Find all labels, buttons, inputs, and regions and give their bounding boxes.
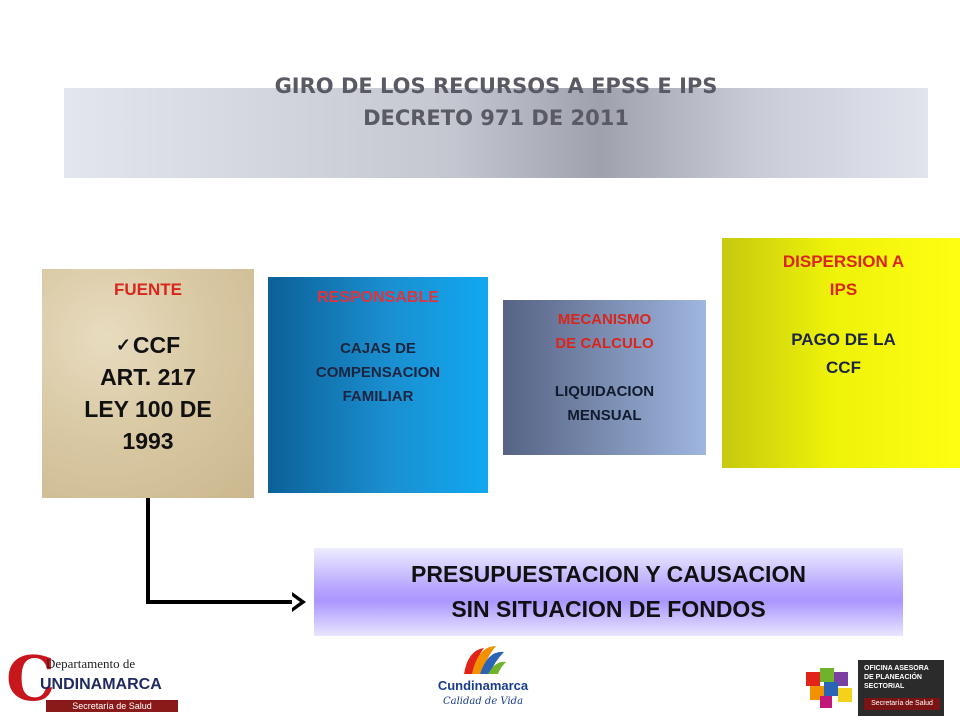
dispersion-line: PAGO DE LA — [791, 330, 896, 349]
fuente-body: ✓CCF ART. 217 LEY 100 DE 1993 — [42, 329, 254, 457]
cundinamarca-dept-logo: C Departamento de UNDINAMARCA Secretaría… — [6, 648, 182, 714]
resultado-line: SIN SITUACION DE FONDOS — [451, 596, 766, 622]
mecanismo-title-line: MECANISMO — [557, 311, 652, 328]
mecanismo-title-line: DE CALCULO — [555, 335, 654, 352]
responsable-box: RESPONSABLE CAJAS DE COMPENSACION FAMILI… — [268, 277, 488, 493]
planeacion-logo: OFICINA ASESORA DE PLANEACIÓN SECTORIAL … — [800, 660, 950, 716]
responsable-line: COMPENSACION — [315, 364, 441, 381]
fuente-line: ART. 217 — [100, 364, 196, 390]
dispersion-box: DISPERSION A IPS PAGO DE LA CCF — [722, 238, 960, 468]
puzzle-icon — [806, 668, 852, 708]
mecanismo-line: LIQUIDACION — [554, 383, 655, 400]
logo-center-tagline: Calidad de Vida — [442, 696, 524, 707]
fuente-line: 1993 — [122, 428, 174, 454]
connector-vertical — [146, 498, 150, 604]
mecanismo-box: MECANISMO DE CALCULO LIQUIDACION MENSUAL — [503, 300, 706, 455]
logo-sub-label: Secretaría de Salud — [46, 700, 178, 712]
fuente-title: FUENTE — [114, 280, 182, 299]
title-band — [64, 88, 928, 178]
planeacion-panel: OFICINA ASESORA DE PLANEACIÓN SECTORIAL … — [858, 660, 944, 716]
mecanismo-body: LIQUIDACION MENSUAL — [503, 380, 706, 428]
fuente-check-label: CCF — [132, 332, 181, 358]
responsable-line: CAJAS DE — [340, 340, 416, 357]
planeacion-title: OFICINA ASESORA DE PLANEACIÓN SECTORIAL — [864, 665, 929, 690]
ribbon-icon — [464, 646, 506, 674]
fuente-box: FUENTE ✓CCF ART. 217 LEY 100 DE 1993 — [42, 269, 254, 498]
arrow-head-inner — [292, 596, 300, 608]
logo-initial: C — [6, 642, 56, 715]
logo-dept-label: Departamento de — [46, 656, 136, 671]
slide-title: GIRO DE LOS RECURSOS A EPSS E IPS DECRET… — [64, 70, 928, 134]
fuente-line: LEY 100 DE — [84, 396, 212, 422]
title-line-2: DECRETO 971 DE 2011 — [363, 106, 629, 130]
logo-name-label: UNDINAMARCA — [40, 676, 162, 693]
logo-center-name: Cundinamarca — [437, 678, 529, 693]
dispersion-title-line: DISPERSION A — [782, 252, 905, 271]
dispersion-title-line: IPS — [829, 280, 858, 299]
mecanismo-line: MENSUAL — [567, 407, 642, 424]
dispersion-body: PAGO DE LA CCF — [722, 326, 960, 382]
dispersion-title: DISPERSION A IPS — [722, 248, 960, 304]
resultado-line: PRESUPUESTACION Y CAUSACION — [411, 561, 806, 587]
resultado-body: PRESUPUESTACION Y CAUSACION SIN SITUACIO… — [314, 557, 903, 627]
mecanismo-title: MECANISMO DE CALCULO — [503, 308, 706, 356]
cundinamarca-calidad-logo: Cundinamarca Calidad de Vida — [432, 636, 534, 716]
resultado-box: PRESUPUESTACION Y CAUSACION SIN SITUACIO… — [314, 548, 903, 636]
planeacion-sub: Secretaría de Salud — [864, 698, 940, 710]
responsable-line: FAMILIAR — [342, 388, 414, 405]
responsable-body: CAJAS DE COMPENSACION FAMILIAR — [268, 337, 488, 409]
title-line-1: GIRO DE LOS RECURSOS A EPSS E IPS — [274, 74, 718, 98]
connector-horizontal — [146, 600, 296, 604]
responsable-title: RESPONSABLE — [317, 289, 439, 306]
dispersion-line: CCF — [826, 358, 861, 377]
fuente-check-item: ✓CCF — [42, 329, 254, 361]
checkmark-icon: ✓ — [115, 335, 131, 355]
